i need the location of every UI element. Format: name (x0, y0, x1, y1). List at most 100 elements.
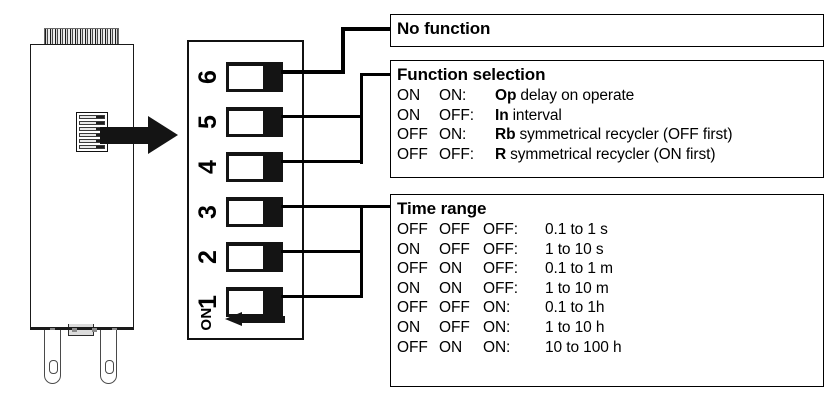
panel-no-function: No function (390, 14, 824, 47)
leader-line-switch6 (341, 27, 345, 74)
dip-switch-4-label: 4 (193, 160, 222, 174)
time-row-switch1: OFF (397, 299, 428, 317)
time-range-row: OFF ON ON: 10 to 100 h (397, 338, 823, 358)
time-row-switch3: OFF: (483, 279, 518, 297)
time-row-switch1: OFF (397, 260, 428, 278)
leader-bus-function (360, 73, 393, 77)
time-row-switch2: OFF (439, 318, 470, 336)
leader-line-switch6 (281, 70, 345, 74)
function-row-switch2: OFF: (439, 145, 474, 163)
time-row-switch3: ON: (483, 299, 511, 317)
time-row-switch3: OFF: (483, 240, 518, 258)
time-row-switch1: ON (397, 279, 421, 297)
time-range-row: ON OFF ON: 1 to 10 h (397, 318, 823, 338)
time-range-row: OFF OFF OFF: 0.1 to 1 s (397, 220, 823, 240)
leader-line-switch1 (281, 295, 363, 299)
function-row: ON OFF: In interval (397, 106, 823, 126)
dip-switch-5-slider[interactable] (229, 110, 263, 134)
dip-switch-4[interactable] (226, 152, 283, 182)
time-row-switch2: ON (439, 338, 463, 356)
dip-switch-2-label: 2 (193, 250, 222, 264)
time-range-row: OFF OFF ON: 0.1 to 1h (397, 298, 823, 318)
time-row-switch3: ON: (483, 338, 511, 356)
function-row: OFF OFF: R symmetrical recycler (ON firs… (397, 145, 823, 165)
dip-switch-block: 6 5 4 3 2 1 ON (187, 40, 304, 340)
device-dip-row (79, 145, 105, 149)
function-row-switch1: ON (397, 106, 421, 124)
device-housing (30, 44, 134, 328)
terminal-connector-icon (44, 28, 119, 45)
time-row-value: 10 to 100 h (545, 338, 622, 356)
leader-bus-time (360, 205, 364, 298)
dip-switch-2-slider[interactable] (229, 245, 263, 269)
leader-bus-function (360, 73, 364, 164)
dip-switch-6[interactable] (226, 62, 283, 92)
dip-switch-6-label: 6 (193, 70, 222, 84)
time-range-row: ON ON OFF: 1 to 10 m (397, 279, 823, 299)
dip-switch-5-label: 5 (193, 115, 222, 129)
time-row-switch2: ON (439, 260, 463, 278)
pointer-arrow-icon (100, 116, 178, 154)
function-row-switch1: OFF (397, 145, 428, 163)
dip-switch-2[interactable] (226, 242, 283, 272)
leader-line-switch6 (341, 27, 393, 31)
function-row-desc: interval (512, 106, 562, 124)
time-row-switch2: OFF (439, 299, 470, 317)
function-row-desc: delay on operate (520, 87, 635, 104)
time-row-value: 1 to 10 s (545, 240, 604, 258)
dip-switch-3-slider[interactable] (229, 200, 263, 224)
time-row-switch3: OFF: (483, 260, 518, 278)
dip-switch-3[interactable] (226, 197, 283, 227)
function-row: ON ON: Op delay on operate (397, 86, 823, 106)
pin-nub (72, 328, 77, 332)
device-dip-row (79, 115, 105, 119)
time-row-switch2: OFF (439, 240, 470, 258)
function-row-code: Op (495, 87, 517, 104)
dip-switch-1-slider[interactable] (229, 290, 263, 314)
function-row-switch2: ON: (439, 87, 467, 104)
time-row-switch3: OFF: (483, 221, 518, 238)
time-row-switch1: OFF (397, 221, 428, 238)
dip-switch-6-slider[interactable] (229, 65, 263, 89)
time-range-row: ON OFF OFF: 1 to 10 s (397, 240, 823, 260)
time-row-switch1: ON (397, 240, 421, 258)
time-row-switch3: ON: (483, 318, 511, 336)
function-row-switch2: OFF: (439, 106, 474, 124)
time-range-row: OFF ON OFF: 0.1 to 1 m (397, 259, 823, 279)
on-direction-arrow-icon (225, 312, 285, 326)
leader-line-switch4 (281, 160, 363, 164)
dip-switch-4-slider[interactable] (229, 155, 263, 179)
function-row-switch2: ON: (439, 126, 467, 144)
function-row-switch1: OFF (397, 126, 428, 144)
device-pin-left (44, 330, 61, 384)
dip-switch-1[interactable] (226, 287, 283, 317)
time-row-switch1: OFF (397, 338, 428, 356)
leader-line-switch3 (281, 205, 363, 209)
leader-bus-time (360, 205, 393, 209)
time-row-value: 0.1 to 1 m (545, 260, 613, 278)
device-base-edge (30, 327, 134, 330)
panel-time-range-title: Time range (397, 199, 487, 218)
time-row-switch2: ON (439, 279, 463, 297)
time-row-switch1: ON (397, 318, 421, 336)
time-row-value: 1 to 10 h (545, 318, 605, 336)
function-row-switch1: ON (397, 87, 421, 104)
panel-time-range: Time range OFF OFF OFF: 0.1 to 1 s ON OF… (390, 194, 824, 387)
function-row-desc: symmetrical recycler (ON first) (510, 145, 716, 163)
panel-no-function-title: No function (397, 19, 491, 38)
device-pin-right (100, 330, 117, 384)
function-row-code: In (495, 106, 509, 124)
panel-function-selection-title: Function selection (397, 65, 546, 84)
function-row: OFF ON: Rb symmetrical recycler (OFF fir… (397, 125, 823, 145)
time-row-value: 1 to 10 m (545, 279, 609, 297)
on-direction-label: ON (197, 307, 215, 331)
function-selection-rows: ON ON: Op delay on operate ON OFF: In in… (391, 83, 823, 164)
panel-function-selection: Function selection ON ON: Op delay on op… (390, 60, 824, 178)
leader-line-switch5 (281, 115, 363, 119)
time-row-value: 0.1 to 1 s (545, 221, 608, 238)
leader-line-switch2 (281, 250, 363, 254)
dip-switch-3-label: 3 (193, 205, 222, 219)
time-row-switch2: OFF (439, 221, 470, 238)
dip-switch-5[interactable] (226, 107, 283, 137)
